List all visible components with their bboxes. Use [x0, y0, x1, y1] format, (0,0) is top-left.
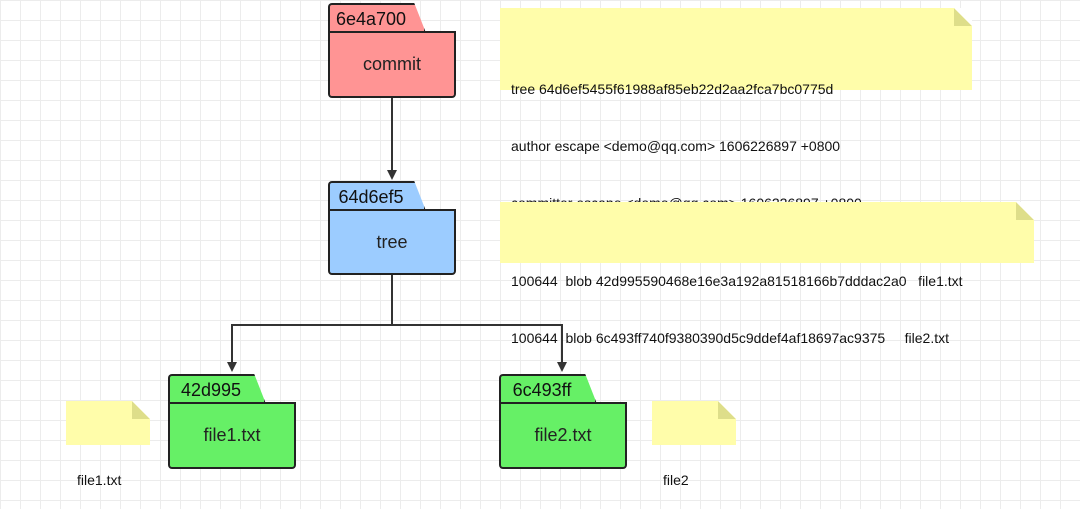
tree-hash: 64d6ef5: [338, 186, 404, 207]
commit-note-line-1: tree 64d6ef5455f61988af85eb22d2aa2fca7bc…: [511, 81, 834, 97]
note-fold-icon: [132, 401, 150, 419]
tree-note: 100644 blob 42d995590468e16e3a192a815181…: [500, 202, 1034, 346]
commit-hash-tab: 6e4a700: [328, 3, 426, 33]
tree-to-blob1-arrow: [227, 275, 393, 372]
blob2-body: file2.txt: [499, 402, 627, 469]
commit-note: tree 64d6ef5455f61988af85eb22d2aa2fca7bc…: [500, 8, 972, 211]
tree-node[interactable]: 64d6ef5 tree: [328, 181, 456, 275]
tree-label: tree: [376, 231, 408, 252]
commit-note-line-2: author escape <demo@qq.com> 1606226897 +…: [511, 138, 841, 154]
blob1-node[interactable]: 42d995 file1.txt: [168, 374, 296, 469]
note-fold-icon: [954, 8, 972, 26]
note-fold-icon: [718, 401, 736, 419]
commit-label: commit: [363, 54, 421, 74]
blob1-hash-tab: 42d995: [168, 374, 266, 404]
commit-hash: 6e4a700: [335, 8, 407, 29]
blob2-node[interactable]: 6c493ff file2.txt: [499, 374, 627, 469]
blob2-label: file2.txt: [534, 425, 592, 445]
tree-note-line-2: 100644 blob 6c493ff740f9380390d5c9ddef4a…: [511, 330, 950, 346]
blob1-note-text: file1.txt: [77, 472, 122, 488]
note-fold-icon: [1016, 202, 1034, 220]
blob2-hash-tab: 6c493ff: [499, 374, 597, 404]
connector-layer: [227, 98, 567, 372]
tree-note-line-1: 100644 blob 42d995590468e16e3a192a815181…: [511, 273, 963, 289]
blob2-note: file2: [652, 401, 736, 488]
blob1-label: file1.txt: [203, 425, 261, 445]
tree-body: tree: [328, 209, 456, 275]
tree-to-blob2-arrow: [392, 324, 567, 372]
blob2-note-text: file2: [663, 472, 689, 488]
blob1-body: file1.txt: [168, 402, 296, 469]
blob1-note: file1.txt: [66, 401, 150, 488]
commit-node[interactable]: 6e4a700 commit: [328, 3, 456, 98]
tree-hash-tab: 64d6ef5: [328, 181, 426, 211]
commit-body: commit: [328, 31, 456, 98]
blob2-hash: 6c493ff: [512, 379, 572, 400]
blob1-hash: 42d995: [180, 379, 242, 400]
